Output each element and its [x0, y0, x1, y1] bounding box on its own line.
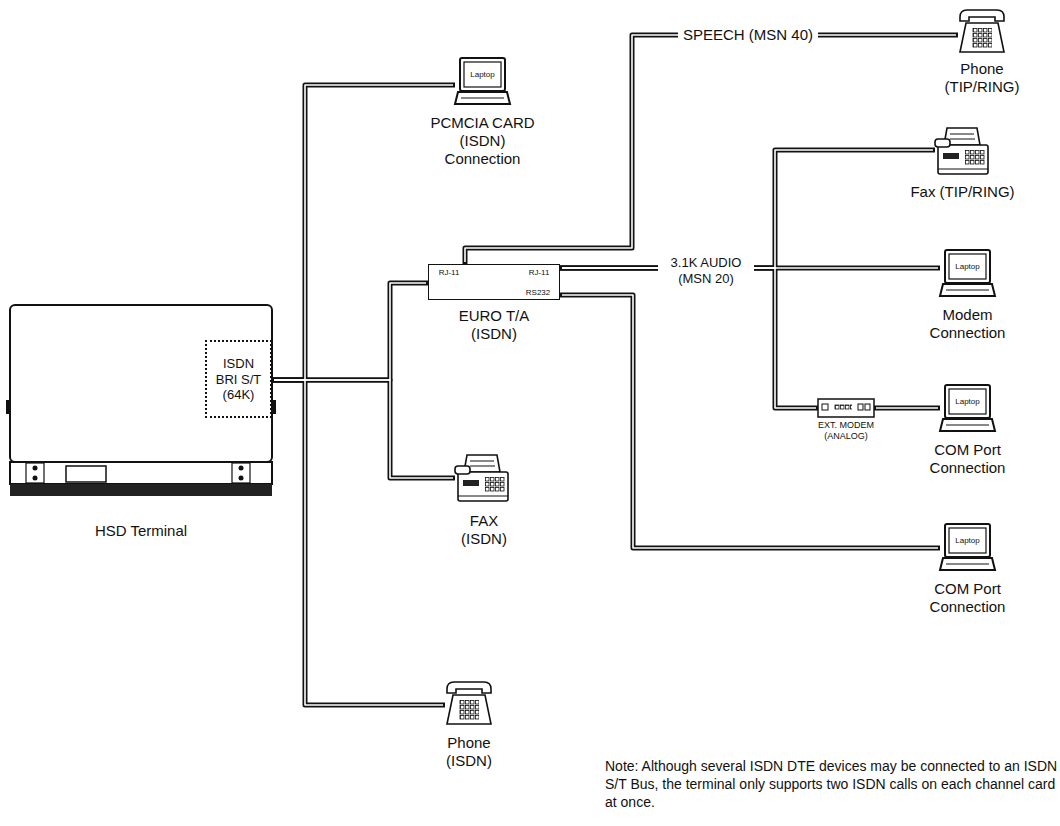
- phone-icon: [447, 682, 491, 724]
- cable-core: [274, 85, 453, 380]
- box-text: ISDN BRI S/T (64K): [207, 356, 270, 403]
- modem-icon: [818, 399, 874, 417]
- cable: [874, 406, 940, 411]
- cable: [272, 380, 445, 705]
- fax-icon: [935, 128, 988, 174]
- cable-core: [274, 380, 443, 705]
- terminal-illustration: [6, 305, 276, 496]
- cable-core: [562, 150, 933, 268]
- terminal-node: ISDN BRI S/T (64K)HSD Terminal: [10, 305, 272, 496]
- phone-node: Phone (TIP/RING): [958, 8, 1006, 54]
- laptop-node: LaptopPCMCIA CARD (ISDN) Connection: [455, 58, 510, 106]
- device-label: COM Port Connection: [922, 580, 1014, 616]
- port-box: ISDN BRI S/T (64K): [205, 340, 272, 418]
- laptop-icon: [940, 524, 995, 570]
- laptop-node: LaptopModem Connection: [940, 250, 995, 298]
- cable: [560, 295, 940, 548]
- cable: [560, 150, 935, 268]
- device-label: Phone (ISDN): [438, 734, 500, 770]
- fax-icon: [455, 455, 508, 501]
- cable-core: [562, 295, 938, 548]
- port-label: Laptop: [949, 254, 986, 279]
- signal-label: SPEECH (MSN 40): [678, 26, 818, 44]
- cable-core: [274, 283, 426, 380]
- adapter-box: RJ-11RJ-11RS232EURO T/A (ISDN): [428, 264, 560, 300]
- fax-node: FAX (ISDN): [455, 452, 513, 504]
- cable-core: [562, 268, 816, 408]
- laptop-icon: [940, 250, 995, 296]
- cable-core: [274, 380, 453, 478]
- device-label: EXT. MODEM (ANALOG): [809, 420, 883, 442]
- fax-node: Fax (TIP/RING): [935, 125, 990, 177]
- port-label: RJ-11: [433, 267, 465, 278]
- device-label: Modem Connection: [922, 306, 1014, 342]
- signal-label: 3.1K AUDIO (MSN 20): [658, 255, 754, 286]
- note-text: Note: Although several ISDN DTE devices …: [605, 757, 1060, 812]
- device-label: Phone (TIP/RING): [927, 60, 1037, 96]
- cable: [272, 85, 455, 380]
- port-label: Laptop: [464, 62, 501, 87]
- laptop-icon: [940, 385, 995, 431]
- phone-icon: [960, 10, 1004, 52]
- laptop-node: LaptopCOM Port Connection: [940, 524, 995, 572]
- device-label: COM Port Connection: [922, 441, 1014, 477]
- port-label: RS232: [521, 287, 555, 298]
- device-label: HSD Terminal: [95, 522, 187, 540]
- laptop-icon: [455, 58, 510, 104]
- port-label: RJ-11: [523, 267, 555, 278]
- device-label: FAX (ISDN): [453, 512, 515, 548]
- port-label: Laptop: [949, 528, 986, 553]
- port-label: Laptop: [949, 389, 986, 414]
- cable: [272, 380, 455, 478]
- laptop-node: LaptopCOM Port Connection: [940, 385, 995, 433]
- device-label: Fax (TIP/RING): [910, 183, 1014, 201]
- cable-core: [465, 35, 956, 262]
- cable: [272, 283, 428, 380]
- cable-core: [876, 407, 938, 409]
- device-label: PCMCIA CARD (ISDN) Connection: [422, 114, 544, 168]
- device-label: EURO T/A (ISDN): [448, 307, 540, 343]
- modem-node: EXT. MODEM (ANALOG): [818, 399, 874, 417]
- cable: [560, 268, 818, 408]
- phone-node: Phone (ISDN): [445, 680, 493, 726]
